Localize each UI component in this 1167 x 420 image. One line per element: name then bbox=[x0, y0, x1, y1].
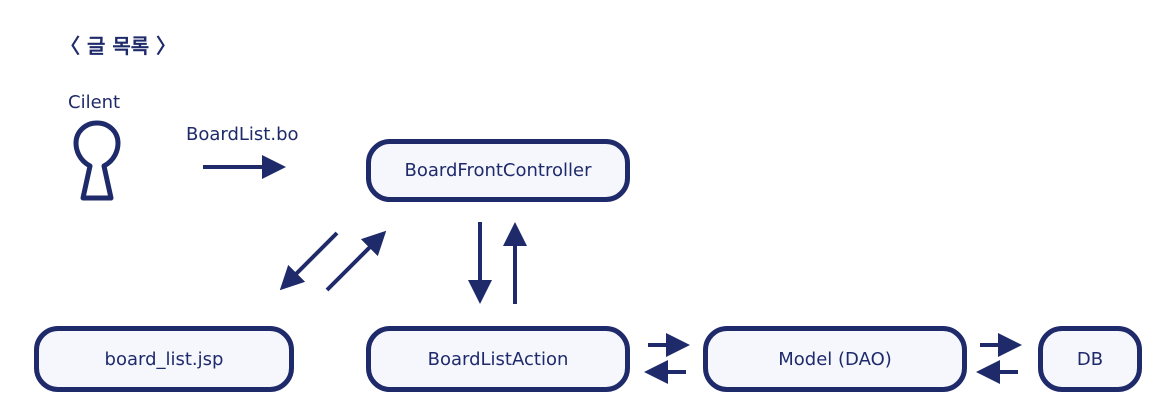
controller-node: BoardFrontController bbox=[366, 139, 630, 202]
jsp-to-controller-arrow bbox=[325, 230, 387, 292]
controller-to-jsp-arrow bbox=[279, 231, 339, 291]
model-node: Model (DAO) bbox=[703, 326, 967, 392]
jsp-node-label: board_list.jsp bbox=[104, 348, 224, 370]
diagram-title: 〈 글 목록 〉 bbox=[60, 34, 177, 58]
model-node-label: Model (DAO) bbox=[778, 348, 892, 370]
jsp-node: board_list.jsp bbox=[34, 326, 294, 392]
action-node-label: BoardListAction bbox=[427, 348, 569, 370]
keyhole-icon bbox=[73, 120, 121, 201]
db-node: DB bbox=[1038, 326, 1142, 392]
request-label: BoardList.bo bbox=[186, 124, 299, 145]
controller-node-label: BoardFrontController bbox=[404, 160, 592, 181]
action-node: BoardListAction bbox=[366, 326, 630, 392]
db-node-label: DB bbox=[1076, 348, 1104, 370]
client-label: Cilent bbox=[68, 92, 121, 113]
